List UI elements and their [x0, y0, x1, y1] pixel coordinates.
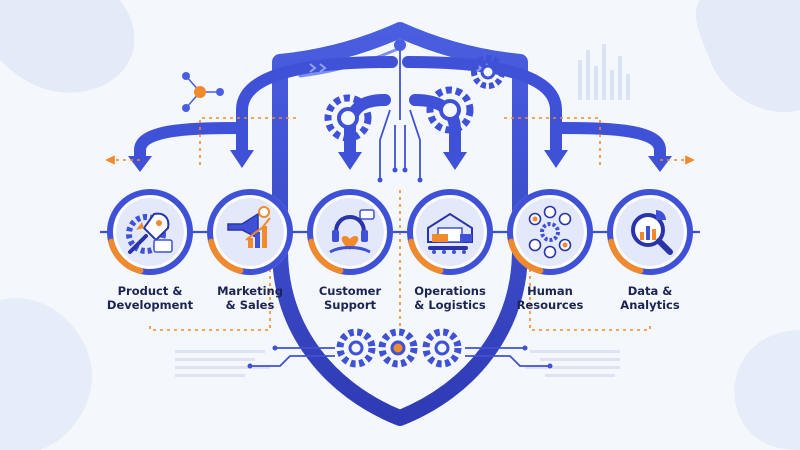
department-label-line1: Data & [627, 284, 673, 298]
node-accent-arc [108, 238, 144, 274]
department-nodes [107, 189, 693, 275]
node-accent-arc [308, 238, 344, 274]
department-node [107, 189, 193, 275]
department-label-line1: Marketing [217, 284, 283, 298]
department-label-line2: & Logistics [414, 298, 486, 312]
gear-icons [324, 55, 505, 368]
node-accent-arc [408, 238, 444, 274]
department-node [507, 189, 593, 275]
department-label: Marketing& Sales [195, 284, 305, 312]
warehouse-truck-icon [427, 212, 473, 254]
distribution-arrows [134, 56, 666, 164]
headset-heart-icon [329, 209, 375, 254]
department-label-line2: Development [106, 298, 194, 312]
people-network-icon [528, 205, 572, 259]
department-node [307, 189, 393, 275]
arrow-heads [128, 150, 672, 172]
dashed-connectors [105, 117, 695, 331]
department-node [607, 189, 693, 275]
department-label-line2: Support [323, 298, 376, 312]
department-label: Product &Development [95, 284, 205, 312]
department-label-line1: Human [527, 284, 573, 298]
magnifier-chart-icon [631, 210, 673, 255]
department-label: Data &Analytics [595, 284, 705, 312]
department-node [207, 189, 293, 275]
department-label-line2: Resources [516, 298, 584, 312]
rocket-gear-icon [126, 212, 173, 254]
circuit-lines [250, 347, 550, 367]
department-node [407, 189, 493, 275]
department-label-line1: Operations [414, 284, 486, 298]
node-accent-arc [508, 238, 544, 274]
megaphone-chart-icon [227, 206, 271, 248]
department-label: Operations& Logistics [395, 284, 505, 312]
node-inner [316, 198, 384, 266]
department-label-line2: Analytics [620, 298, 680, 312]
department-label-line1: Product & [117, 284, 183, 298]
central-shield [272, 22, 528, 426]
department-label-line1: Customer [318, 284, 382, 298]
department-label-line2: & Sales [225, 298, 275, 312]
node-accent-arc [208, 238, 244, 274]
node-accent-arc [608, 238, 644, 274]
